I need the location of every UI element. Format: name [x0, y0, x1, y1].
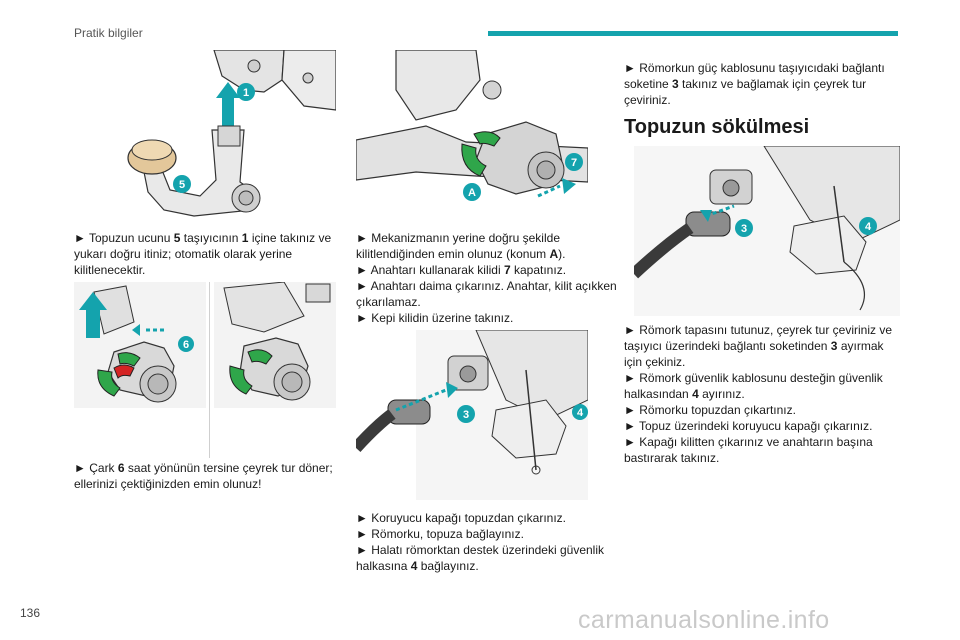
figure-lock-key: 7 A: [356, 50, 588, 220]
label-6: 6: [183, 339, 189, 351]
header-title: Pratik bilgiler: [74, 26, 143, 40]
watermark: carmanualsonline.info: [578, 606, 830, 634]
figure-wheel-locked: [214, 282, 336, 408]
instructions-disconnect: ► Römork tapasını tutunuz, çeyrek tur çe…: [624, 323, 892, 465]
label-1: 1: [243, 87, 249, 99]
label-4: 4: [865, 221, 872, 233]
figure-trailer-disconnect: 3 4: [634, 146, 900, 316]
figure-trailer-connect: 3 4: [356, 330, 588, 500]
instruction-turn-wheel: ► Çark 6 saat yönünün tersine çeyrek tur…: [74, 461, 333, 491]
label-A: A: [468, 187, 476, 199]
figure-towball-insert: 1 5: [104, 50, 336, 222]
page-number: 136: [20, 606, 41, 620]
label-5: 5: [179, 179, 185, 191]
figure-divider: [209, 282, 210, 458]
instruction-insert-towball: ► Topuzun ucunu 5 taşıyıcının 1 içine ta…: [74, 231, 332, 277]
instructions-lock: ► Mekanizmanın yerine doğru şekilde kili…: [356, 231, 617, 325]
label-4: 4: [577, 407, 584, 419]
instruction-power-cable: ► Römorkun güç kablosunu taşıyıcıdaki ba…: [624, 61, 885, 107]
figure-wheel-turn-left: 6: [74, 282, 206, 408]
section-heading: Topuzun sökülmesi: [624, 116, 810, 138]
label-3: 3: [741, 223, 747, 235]
header-accent-bar: [488, 31, 898, 36]
label-7: 7: [571, 157, 577, 169]
instructions-connect: ► Koruyucu kapağı topuzdan çıkarınız. ► …: [356, 511, 605, 573]
label-3: 3: [463, 409, 469, 421]
